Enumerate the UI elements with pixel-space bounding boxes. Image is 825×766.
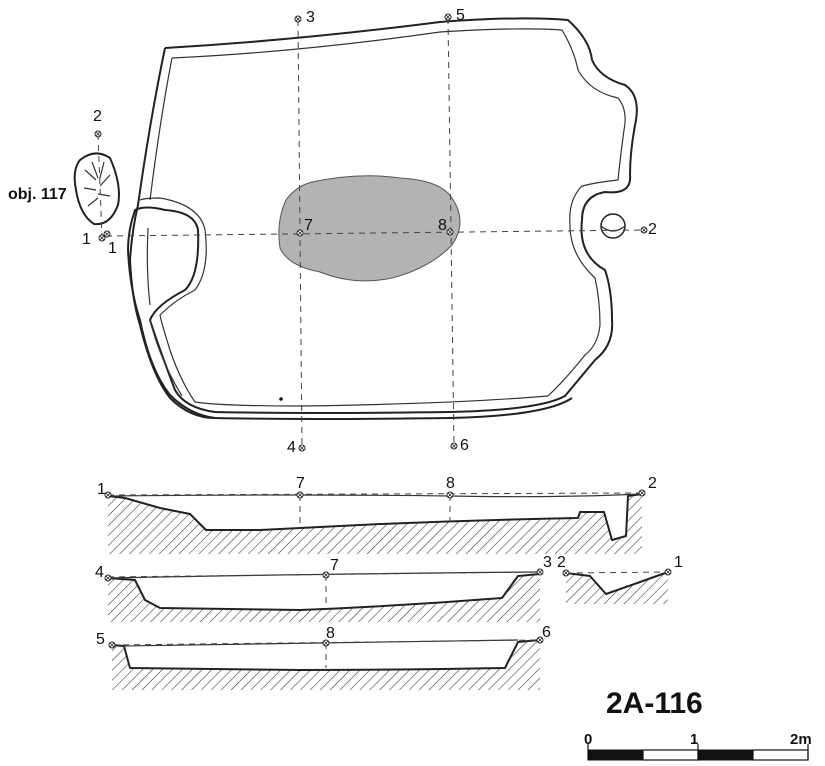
label-object-117: obj. 117 — [8, 186, 67, 203]
section-4-3: 4 7 3 — [95, 554, 552, 622]
s12-marker-2 — [638, 489, 646, 497]
section-5-6-hatch — [112, 640, 540, 690]
s21-label-2: 2 — [557, 554, 566, 571]
section-1-2-hatch — [108, 494, 642, 554]
marker-point-3 — [294, 15, 302, 23]
s12-marker-7 — [296, 491, 304, 499]
s21-label-1: 1 — [674, 554, 683, 571]
marker-point-7 — [296, 229, 304, 237]
label-point-2-left: 2 — [93, 108, 102, 125]
s21-marker-1 — [664, 568, 672, 576]
s56-label-5: 5 — [96, 631, 105, 648]
label-point-1a: 1 — [82, 231, 91, 248]
scale-bar: 0 1 2m — [584, 731, 812, 761]
s12-marker-8 — [446, 491, 454, 499]
marker-point-1b — [103, 230, 111, 238]
stain-area — [278, 175, 461, 282]
s12-label-7: 7 — [296, 475, 305, 492]
section-5-6: 5 8 6 — [96, 624, 551, 690]
s43-label-3: 3 — [543, 554, 552, 571]
label-point-5: 5 — [456, 7, 465, 24]
label-point-4: 4 — [287, 439, 296, 456]
label-point-8: 8 — [438, 217, 447, 234]
pit-rim-left-inner — [146, 57, 183, 397]
s43-label-7: 7 — [330, 557, 339, 574]
scale-label-2m: 2m — [790, 731, 812, 748]
scale-label-0: 0 — [584, 731, 592, 748]
pit-inner-outline — [139, 28, 626, 407]
marker-point-6 — [450, 442, 458, 450]
section-1-2: 1 7 8 2 — [97, 475, 657, 554]
s56-marker-5 — [108, 641, 116, 649]
marker-point-5 — [444, 13, 452, 21]
plan-view: 3 5 2 obj. 117 1 1 7 8 2 4 6 — [8, 7, 657, 456]
s43-label-4: 4 — [95, 564, 104, 581]
s56-label-8: 8 — [326, 625, 335, 642]
pit-rim-left — [129, 47, 216, 419]
object-117-outline — [73, 152, 120, 226]
marker-point-4 — [298, 444, 306, 452]
s43-marker-7 — [322, 571, 330, 579]
s43-marker-4 — [104, 574, 112, 582]
scale-label-1: 1 — [690, 731, 698, 748]
label-point-1b: 1 — [108, 240, 117, 257]
section-line-1-2 — [105, 229, 645, 237]
s56-label-6: 6 — [542, 624, 551, 641]
label-point-2-right: 2 — [648, 221, 657, 238]
label-point-7: 7 — [304, 217, 313, 234]
label-point-3: 3 — [306, 9, 315, 26]
feature-title: 2A-116 — [606, 687, 703, 720]
section-2-1: 2 1 — [557, 554, 683, 604]
s12-label-8: 8 — [446, 475, 455, 492]
section-4-3-hatch — [108, 574, 540, 622]
section-2-1-hatch — [566, 572, 668, 604]
marker-point-2-left — [94, 130, 102, 138]
s12-label-1: 1 — [97, 481, 106, 498]
s12-label-2: 2 — [648, 475, 657, 492]
marker-point-2-right — [640, 226, 648, 234]
marker-point-8 — [446, 228, 454, 236]
label-point-6: 6 — [460, 437, 469, 454]
posthole — [600, 213, 626, 239]
